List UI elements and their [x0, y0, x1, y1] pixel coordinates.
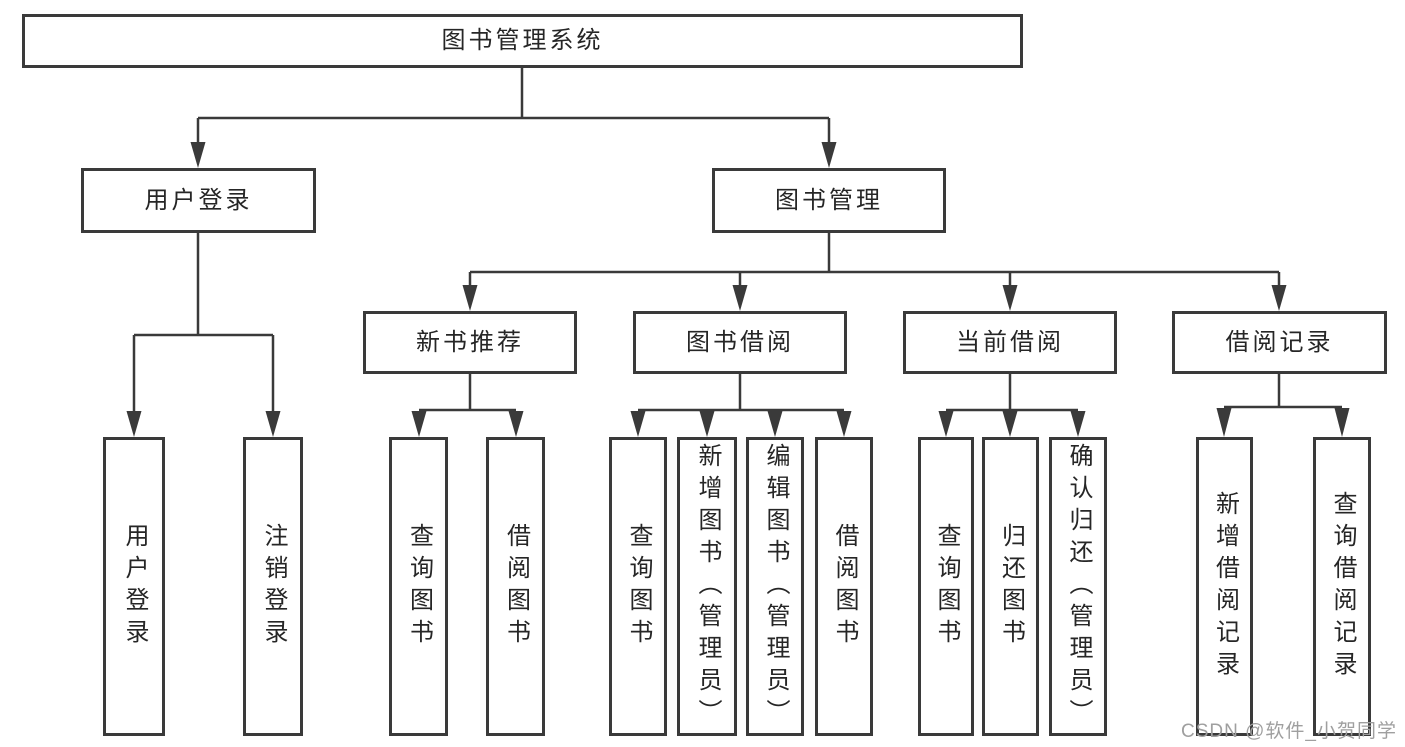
arrow-down-icon — [836, 411, 852, 437]
node-leaf-query-borrow-record: 查询借阅记录 — [1313, 437, 1371, 736]
edge-current-borrowing — [946, 374, 1078, 412]
node-user-login: 用户登录 — [81, 168, 316, 233]
node-leaf-query-books-3: 查询图书 — [918, 437, 974, 736]
node-new-book-recommendation: 新书推荐 — [363, 311, 577, 374]
edge-book-management — [468, 233, 1281, 287]
arrow-down-icon — [126, 411, 142, 437]
arrow-down-icon — [1216, 408, 1232, 437]
node-book-borrowing: 图书借阅 — [633, 311, 847, 374]
arrow-down-icon — [699, 411, 715, 437]
node-leaf-confirm-return-admin: 确认归还（管理员） — [1049, 437, 1107, 736]
arrow-down-icon — [411, 411, 427, 437]
arrow-down-icon — [1070, 411, 1086, 437]
node-label: 借阅图书 — [502, 522, 530, 651]
node-label: 图书借阅 — [686, 328, 794, 356]
node-leaf-return-books: 归还图书 — [982, 437, 1039, 736]
arrow-down-icon — [190, 142, 206, 168]
arrow-down-icon — [630, 411, 646, 437]
node-label: 图书管理系统 — [441, 27, 604, 54]
node-label: 新增图书（管理员） — [694, 442, 721, 731]
arrow-down-icon — [1002, 285, 1018, 311]
node-label: 图书管理 — [775, 186, 883, 214]
node-library-management-system: 图书管理系统 — [22, 14, 1023, 68]
edge-root — [196, 68, 831, 144]
node-leaf-edit-books-admin: 编辑图书（管理员） — [746, 437, 804, 736]
node-label: 用户登录 — [121, 522, 148, 651]
edge-book-borrowing — [638, 374, 844, 412]
node-leaf-borrow-books-2: 借阅图书 — [815, 437, 873, 736]
node-label: 归还图书 — [997, 522, 1025, 651]
node-label: 确认归还（管理员） — [1065, 442, 1092, 731]
node-leaf-add-borrow-record: 新增借阅记录 — [1196, 437, 1253, 736]
node-leaf-borrow-books: 借阅图书 — [486, 437, 545, 736]
node-leaf-add-books-admin: 新增图书（管理员） — [677, 437, 737, 736]
node-label: 查询图书 — [405, 522, 433, 651]
node-leaf-query-books: 查询图书 — [389, 437, 448, 736]
node-label: 编辑图书（管理员） — [762, 442, 789, 731]
arrow-down-icon — [767, 411, 783, 437]
arrow-down-icon — [1334, 408, 1350, 437]
node-label: 借阅记录 — [1225, 328, 1334, 356]
edge-new-book-recommendation — [419, 374, 516, 412]
arrow-down-icon — [821, 142, 837, 168]
node-book-management: 图书管理 — [712, 168, 946, 233]
node-label: 用户登录 — [144, 186, 253, 214]
node-label: 当前借阅 — [956, 328, 1064, 356]
node-current-borrowing: 当前借阅 — [903, 311, 1117, 374]
arrow-down-icon — [265, 411, 281, 437]
arrow-down-icon — [938, 411, 954, 437]
node-leaf-query-books-2: 查询图书 — [609, 437, 667, 736]
edge-user-login — [132, 233, 275, 412]
node-label: 查询图书 — [933, 522, 960, 651]
node-leaf-logout: 注销登录 — [243, 437, 303, 736]
csdn-watermark: CSDN @软件_小贺同学 — [1181, 721, 1397, 742]
node-label: 查询图书 — [625, 522, 652, 651]
node-label: 查询借阅记录 — [1329, 490, 1356, 683]
node-label: 借阅图书 — [831, 522, 858, 651]
arrow-down-icon — [462, 285, 478, 311]
node-label: 新书推荐 — [416, 328, 524, 356]
node-leaf-user-login: 用户登录 — [103, 437, 165, 736]
node-label: 注销登录 — [260, 522, 287, 651]
node-label: 新增借阅记录 — [1211, 490, 1239, 683]
arrow-down-icon — [1271, 285, 1287, 311]
arrow-down-icon — [732, 285, 748, 311]
arrow-down-icon — [1002, 411, 1018, 437]
arrow-down-icon — [508, 411, 524, 437]
node-borrowing-records: 借阅记录 — [1172, 311, 1387, 374]
edge-borrowing-records — [1224, 374, 1342, 409]
